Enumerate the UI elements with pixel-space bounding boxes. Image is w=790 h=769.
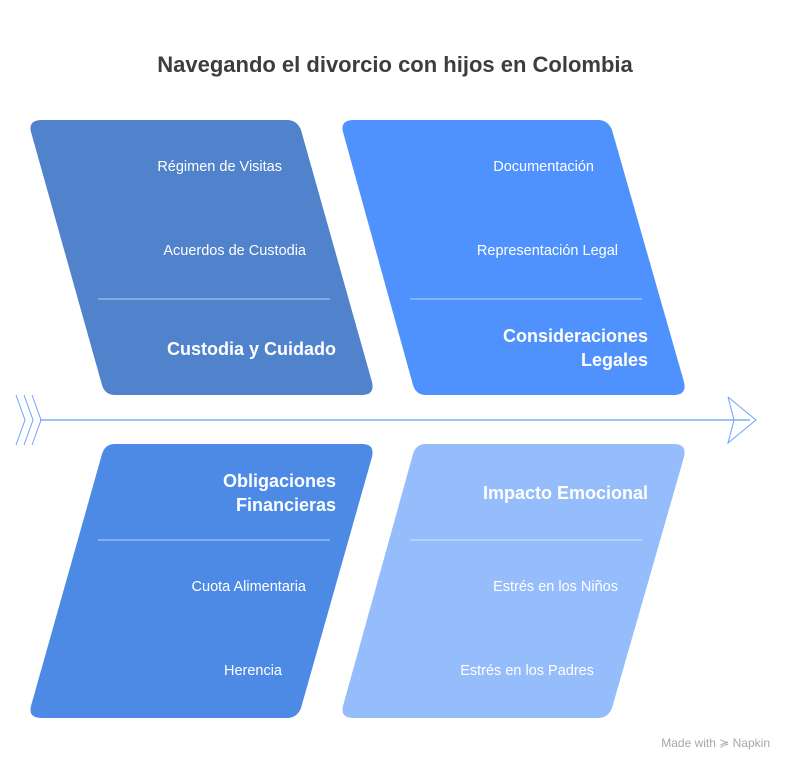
item: Acuerdos de Custodia bbox=[163, 243, 306, 259]
category-shape-emocional bbox=[342, 444, 685, 718]
item: Representación Legal bbox=[476, 243, 618, 259]
item: Documentación bbox=[493, 159, 594, 175]
category-heading: Obligaciones Financieras bbox=[222, 471, 336, 515]
item: Herencia bbox=[223, 663, 282, 679]
category-shape-legales bbox=[342, 120, 685, 395]
category-heading: Custodia y Cuidado bbox=[166, 339, 336, 359]
category-heading: Consideraciones Legales bbox=[502, 326, 648, 370]
napkin-footer: Made with ≽ Napkin bbox=[661, 736, 770, 750]
category-shape-financieras bbox=[30, 444, 373, 718]
item: Régimen de Visitas bbox=[157, 159, 282, 175]
spine-arrow bbox=[15, 394, 757, 446]
diagram-title: Navegando el divorcio con hijos en Colom… bbox=[157, 52, 633, 77]
item: Estrés en los Padres bbox=[460, 663, 594, 679]
category-shape-custodia bbox=[30, 120, 373, 395]
item: Estrés en los Niños bbox=[493, 579, 618, 595]
item: Cuota Alimentaria bbox=[191, 579, 306, 595]
category-heading: Impacto Emocional bbox=[482, 483, 648, 503]
